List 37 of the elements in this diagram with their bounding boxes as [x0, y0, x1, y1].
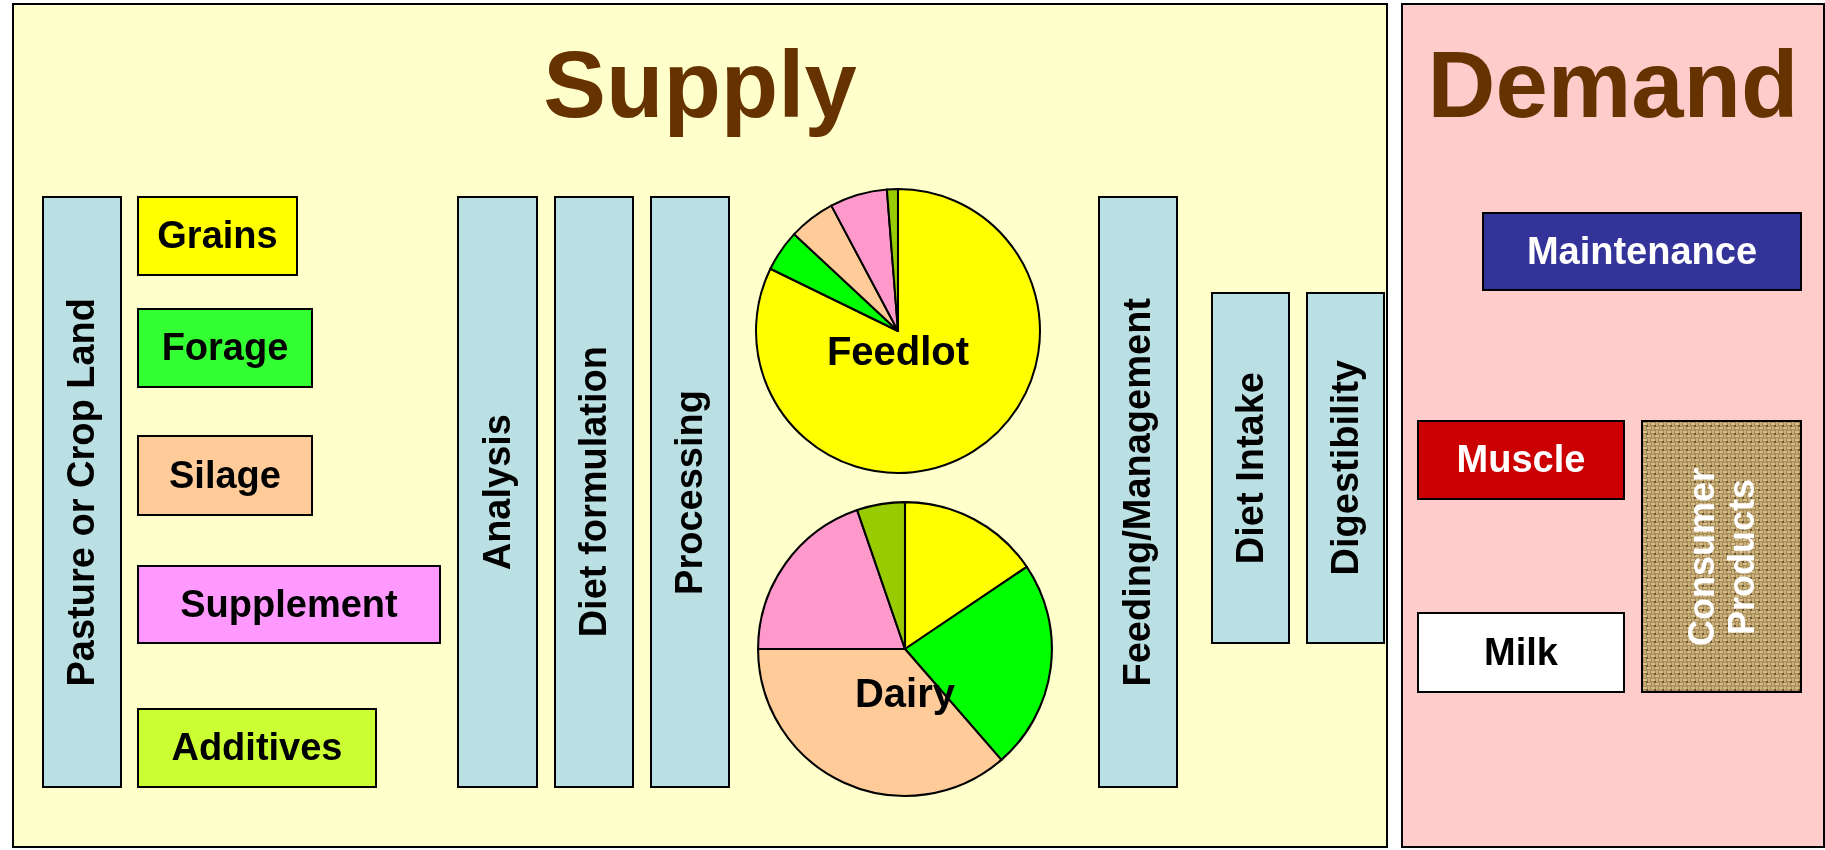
label-box — [137, 435, 313, 516]
vertical-label: Digestibility — [1324, 360, 1367, 576]
box-label: Supplement — [180, 583, 398, 626]
box-label: Grains — [157, 215, 278, 257]
label-box — [1417, 612, 1625, 693]
box-label: Maintenance — [1526, 230, 1758, 273]
supply-panel — [12, 3, 1388, 848]
panel-title: Demand — [1427, 33, 1799, 137]
vertical-label: Diet Intake — [1229, 371, 1272, 565]
vertical-label: Pasture or Crop Land — [61, 297, 103, 687]
label-box — [1306, 292, 1385, 644]
label-box — [137, 196, 298, 276]
label-box — [42, 196, 122, 788]
label-box — [457, 196, 538, 788]
label-box — [1211, 292, 1290, 644]
demand-panel — [1401, 3, 1825, 848]
box-label: Additives — [171, 727, 343, 769]
label-box — [1482, 212, 1802, 291]
textured-box — [1641, 420, 1802, 693]
box-label: Milk — [1484, 631, 1558, 674]
label-box — [137, 565, 441, 644]
vertical-label: Analysis — [476, 413, 519, 571]
vertical-label: Consumer Products — [1681, 466, 1762, 648]
label-box — [137, 308, 313, 388]
label-box — [1098, 196, 1178, 788]
label-box — [650, 196, 730, 788]
label-box — [137, 708, 377, 788]
panel-title: Supply — [543, 33, 857, 137]
pie-label: Feedlot — [826, 329, 970, 373]
box-label: Silage — [169, 454, 281, 497]
vertical-label: Feeding/Management — [1117, 297, 1159, 687]
box-label: Forage — [161, 327, 289, 369]
box-label: Muscle — [1456, 439, 1586, 481]
label-box — [1417, 420, 1625, 500]
vertical-label: Diet formulation — [573, 346, 615, 638]
label-box — [554, 196, 634, 788]
vertical-label: Processing — [669, 389, 711, 595]
